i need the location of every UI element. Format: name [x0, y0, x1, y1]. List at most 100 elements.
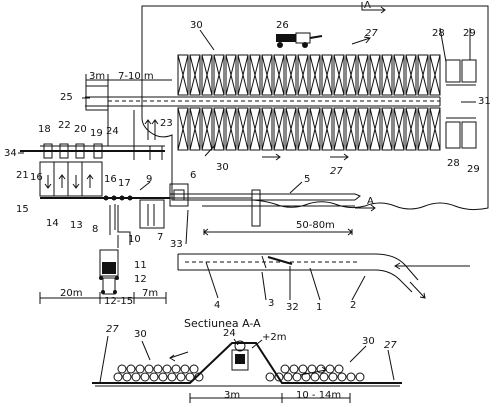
log-pile-hatch — [405, 107, 417, 151]
arrow-up — [144, 119, 152, 140]
log-pile — [237, 107, 249, 151]
arrow-left — [394, 262, 470, 270]
storage-box-7 — [139, 199, 165, 229]
log-end — [144, 364, 154, 374]
log-pile — [345, 54, 357, 96]
label-3: 3 — [268, 298, 274, 309]
leader-2 — [351, 275, 366, 301]
log-pile — [261, 107, 273, 151]
log-pile — [369, 107, 381, 151]
log-pile-hatch — [201, 107, 213, 151]
pile-28-bottom — [445, 121, 461, 149]
log-pile — [321, 107, 333, 151]
label-28-bottom: 28 — [447, 158, 460, 169]
label-19: 19 — [90, 128, 103, 139]
log-end — [265, 372, 275, 382]
leader-30-left — [141, 340, 151, 361]
leader-30 — [199, 29, 215, 51]
log-end — [346, 372, 356, 382]
label-22: 22 — [58, 120, 71, 131]
log-end — [117, 364, 127, 374]
label-14: 14 — [46, 218, 59, 229]
label-20: 20 — [74, 124, 87, 135]
log-pile-hatch — [369, 54, 381, 96]
log-pile — [201, 107, 213, 151]
log-end — [189, 364, 199, 374]
log-end — [135, 364, 145, 374]
label-15: 15 — [16, 204, 29, 215]
label-31: 31 — [478, 96, 491, 107]
log-pile-hatch — [429, 54, 441, 96]
log-end — [162, 364, 172, 374]
dim-3m-section: 3m — [224, 390, 240, 401]
log-pile-hatch — [357, 54, 369, 96]
truck-axle — [261, 255, 267, 269]
label-30-top: 30 — [190, 20, 203, 31]
leader-5 — [289, 181, 303, 194]
leader-28 — [439, 27, 447, 63]
loaded-truck — [267, 256, 293, 265]
label-29-bottom: 29 — [467, 164, 480, 175]
log-pile — [405, 107, 417, 151]
arrow-left — [169, 351, 189, 362]
log-pile — [345, 107, 357, 151]
label-10: 10 — [128, 234, 141, 245]
log-pile — [333, 107, 345, 151]
log-end — [319, 372, 329, 382]
plan-view: 3m 7-10 m — [4, 0, 491, 313]
dim-20m: 20m — [60, 288, 82, 299]
log-pile — [189, 107, 201, 151]
arrow-down-right — [409, 281, 426, 299]
log-pile-hatch — [309, 54, 321, 96]
log-pile-hatch — [333, 107, 345, 151]
log-pile-hatch — [261, 54, 273, 96]
log-pile-hatch — [297, 54, 309, 96]
node — [127, 195, 133, 201]
label-33: 33 — [170, 239, 183, 250]
node — [111, 195, 117, 201]
arrow-up — [58, 174, 66, 188]
section-label-30-left: 30 — [134, 329, 147, 340]
label-21: 21 — [16, 170, 29, 181]
log-pile-hatch — [369, 107, 381, 151]
log-pile — [393, 107, 405, 151]
log-end — [301, 372, 311, 382]
pile-29-top — [461, 59, 477, 83]
log-pile — [285, 54, 297, 96]
label-29-top: 29 — [463, 28, 476, 39]
log-pile-hatch — [297, 107, 309, 151]
log-pile-hatch — [225, 107, 237, 151]
leader-27-right — [387, 349, 395, 381]
label-1: 1 — [316, 302, 322, 313]
section-title: Sectiunea A-A — [184, 317, 261, 330]
dim-12-15: 12-15 — [104, 296, 133, 307]
log-pile-hatch — [189, 54, 201, 96]
log-pile-hatch — [249, 107, 261, 151]
log-pile-hatch — [417, 54, 429, 96]
log-end — [280, 364, 290, 374]
tractor-icon — [276, 32, 323, 48]
leader-27-left — [99, 335, 109, 383]
log-end — [283, 372, 293, 382]
log-pile-hatch — [333, 54, 345, 96]
log-end — [355, 372, 365, 382]
log-end — [328, 372, 338, 382]
section-mark-a-top: A — [364, 0, 371, 11]
log-end — [131, 372, 141, 382]
pile-29-bottom — [461, 121, 477, 149]
log-end — [337, 372, 347, 382]
truck-icon — [99, 249, 119, 295]
arrow-up — [151, 119, 159, 140]
leader-1 — [309, 267, 321, 301]
section-view: Sectiunea A-A 3m 10 - 14m +2m 27 — [92, 317, 402, 403]
log-pile-hatch — [321, 54, 333, 96]
flow-arrow — [262, 153, 281, 161]
log-pile — [393, 54, 405, 96]
log-pile-hatch — [393, 54, 405, 96]
log-pile-hatch — [177, 54, 189, 96]
log-pile-hatch — [309, 107, 321, 151]
log-pile-hatch — [177, 107, 189, 151]
log-end — [292, 372, 302, 382]
log-pile — [405, 54, 417, 96]
